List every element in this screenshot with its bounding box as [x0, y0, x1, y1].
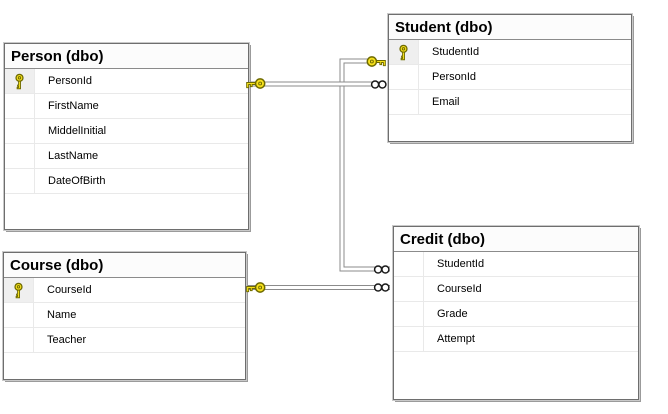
gutter-cell: [5, 169, 35, 193]
table-person-body: PersonId FirstName MiddelInitial LastNam…: [5, 69, 248, 229]
column-row-firstname[interactable]: FirstName: [5, 94, 248, 119]
column-name: Attempt: [437, 333, 475, 345]
table-person-header[interactable]: Person (dbo): [5, 44, 248, 69]
gutter-cell: [4, 328, 34, 352]
column-name: StudentId: [437, 258, 485, 270]
column-name: Name: [47, 309, 77, 321]
column-row-lastname[interactable]: LastName: [5, 144, 248, 169]
primary-key-icon: [399, 44, 408, 60]
column-name: FirstName: [48, 100, 99, 112]
gutter-cell: [394, 277, 424, 301]
table-credit-header[interactable]: Credit (dbo): [394, 227, 638, 252]
column-name: PersonId: [432, 71, 477, 83]
table-course-body: CourseId Name Teacher: [4, 278, 245, 379]
table-student[interactable]: Student (dbo) StudentId PersonId E: [388, 14, 632, 142]
key-connector-icon: [246, 282, 266, 293]
column-name: Email: [432, 96, 460, 108]
column-row-studentid[interactable]: StudentId: [389, 40, 631, 65]
column-name: DateOfBirth: [48, 175, 106, 187]
gutter-cell: [5, 119, 35, 143]
column-row-middelinitial[interactable]: MiddelInitial: [5, 119, 248, 144]
gutter-cell: [389, 90, 419, 114]
primary-key-icon: [15, 73, 24, 89]
gutter-cell: [394, 252, 424, 276]
table-credit-title: Credit (dbo): [400, 230, 485, 248]
column-row-personid[interactable]: PersonId: [5, 69, 248, 94]
table-student-header[interactable]: Student (dbo): [389, 15, 631, 40]
column-row-attempt[interactable]: Attempt: [394, 327, 638, 352]
table-credit[interactable]: Credit (dbo) StudentId CourseId Grade At…: [393, 226, 639, 400]
table-course-header[interactable]: Course (dbo): [4, 253, 245, 278]
infinity-icon: [373, 283, 390, 292]
column-row-courseid-fk[interactable]: CourseId: [394, 277, 638, 302]
gutter-cell: [394, 302, 424, 326]
column-name: PersonId: [48, 75, 93, 87]
column-row-teacher[interactable]: Teacher: [4, 328, 245, 353]
gutter-cell: [4, 303, 34, 327]
pk-gutter-cell: [389, 40, 419, 64]
column-name: LastName: [48, 150, 99, 162]
table-student-body: StudentId PersonId Email: [389, 40, 631, 141]
gutter-cell: [389, 65, 419, 89]
infinity-icon: [370, 80, 387, 89]
column-row-dateofbirth[interactable]: DateOfBirth: [5, 169, 248, 194]
gutter-cell: [5, 94, 35, 118]
pk-gutter-cell: [5, 69, 35, 93]
table-person-title: Person (dbo): [11, 47, 104, 65]
column-row-courseid[interactable]: CourseId: [4, 278, 245, 303]
column-row-studentid-fk[interactable]: StudentId: [394, 252, 638, 277]
key-connector-icon: [366, 55, 386, 67]
relationship-credit-student[interactable]: [339, 58, 390, 272]
column-row-grade[interactable]: Grade: [394, 302, 638, 327]
column-row-personid-fk[interactable]: PersonId: [389, 65, 631, 90]
column-name: CourseId: [437, 283, 482, 295]
key-connector-icon: [246, 78, 266, 89]
gutter-cell: [394, 327, 424, 351]
gutter-cell: [5, 144, 35, 168]
primary-key-icon: [14, 282, 23, 298]
table-student-title: Student (dbo): [395, 18, 493, 36]
column-name: StudentId: [432, 46, 480, 58]
column-name: CourseId: [47, 284, 92, 296]
pk-gutter-cell: [4, 278, 34, 302]
column-row-name[interactable]: Name: [4, 303, 245, 328]
column-name: Grade: [437, 308, 468, 320]
column-name: MiddelInitial: [48, 125, 107, 137]
infinity-icon: [373, 264, 390, 274]
table-credit-body: StudentId CourseId Grade Attempt: [394, 252, 638, 399]
table-person[interactable]: Person (dbo) PersonId FirstName Mi: [4, 43, 249, 230]
table-course[interactable]: Course (dbo) CourseId Name Teacher: [3, 252, 246, 380]
table-course-title: Course (dbo): [10, 256, 104, 274]
column-name: Teacher: [47, 334, 87, 346]
column-row-email[interactable]: Email: [389, 90, 631, 115]
